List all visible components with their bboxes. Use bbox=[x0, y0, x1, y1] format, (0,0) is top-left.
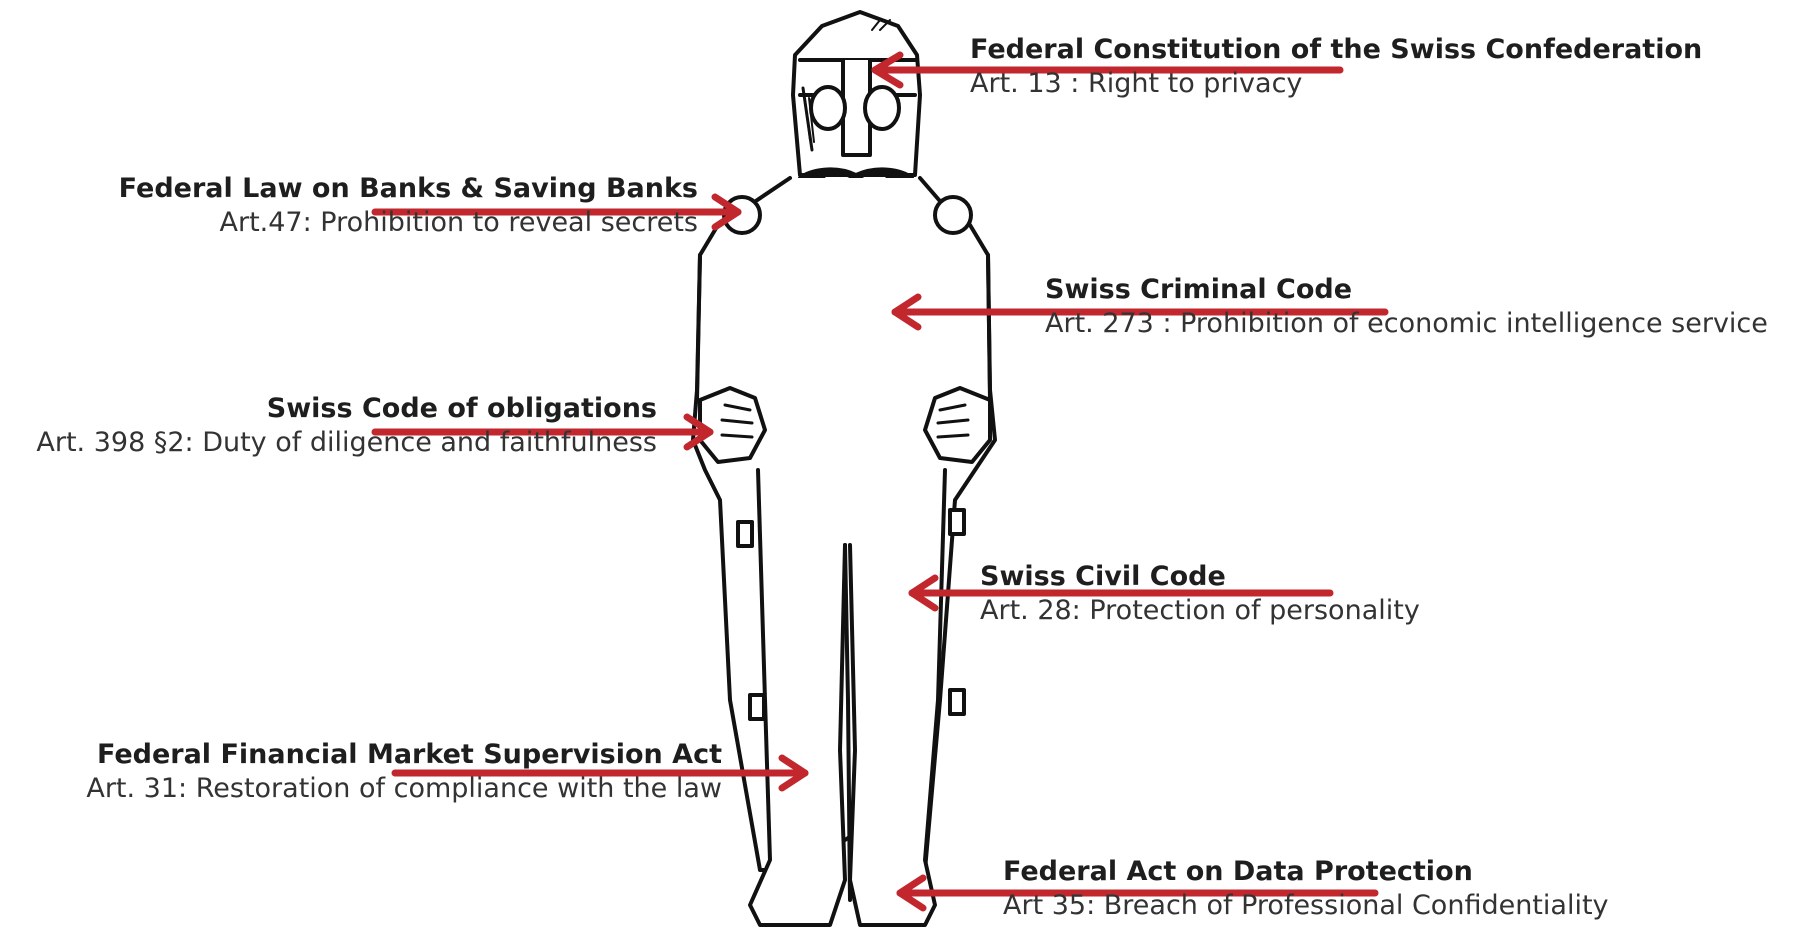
label-obligations: Swiss Code of obligations Art. 398 §2: D… bbox=[36, 392, 657, 460]
label-title: Federal Act on Data Protection bbox=[1003, 856, 1473, 887]
arrow-constitution bbox=[871, 51, 1344, 89]
hand-left bbox=[698, 386, 767, 464]
leg-right bbox=[848, 468, 947, 927]
label-banks: Federal Law on Banks & Saving Banks Art.… bbox=[119, 172, 698, 240]
label-constitution: Federal Constitution of the Swiss Confed… bbox=[970, 33, 1702, 101]
bolt-left-upper bbox=[736, 520, 754, 548]
label-article: Art.47: Prohibition to reveal secrets bbox=[219, 207, 699, 238]
label-civil: Swiss Civil Code Art. 28: Protection of … bbox=[980, 560, 1420, 628]
label-article: Art. 398 §2: Duty of diligence and faith… bbox=[36, 427, 657, 458]
arrow-data bbox=[896, 874, 1379, 912]
label-title: Swiss Civil Code bbox=[980, 561, 1226, 592]
leg-left bbox=[748, 468, 847, 927]
pauldron-right bbox=[933, 195, 973, 235]
label-article: Art. 273 : Prohibition of economic intel… bbox=[1045, 308, 1768, 339]
label-article: Art. 13 : Right to privacy bbox=[970, 68, 1303, 99]
label-title: Federal Law on Banks & Saving Banks bbox=[118, 173, 698, 204]
label-finma: Federal Financial Market Supervision Act… bbox=[86, 738, 722, 806]
arrow-banks bbox=[371, 193, 742, 231]
label-title: Swiss Criminal Code bbox=[1045, 274, 1353, 305]
label-data-protection: Federal Act on Data Protection Art 35: B… bbox=[1003, 855, 1609, 923]
label-criminal: Swiss Criminal Code Art. 273 : Prohibiti… bbox=[1045, 273, 1768, 341]
hand-right bbox=[923, 386, 992, 464]
bolt-right-upper bbox=[948, 508, 966, 536]
bolt-right-lower bbox=[948, 688, 966, 716]
label-article: Art. 28: Protection of personality bbox=[980, 595, 1420, 626]
label-article: Art. 31: Restoration of compliance with … bbox=[86, 773, 722, 804]
arrow-finma bbox=[391, 754, 809, 792]
arrow-civil bbox=[908, 574, 1334, 612]
label-title: Swiss Code of obligations bbox=[266, 393, 657, 424]
arrow-criminal bbox=[891, 293, 1389, 331]
helmet-eye-right bbox=[863, 85, 901, 131]
label-title: Federal Constitution of the Swiss Confed… bbox=[970, 34, 1703, 65]
bolt-left-lower bbox=[748, 693, 766, 721]
label-title: Federal Financial Market Supervision Act bbox=[96, 739, 722, 770]
arrow-obligations bbox=[371, 413, 714, 451]
helmet-eye-left bbox=[809, 85, 847, 131]
label-article: Art 35: Breach of Professional Confident… bbox=[1003, 890, 1609, 921]
